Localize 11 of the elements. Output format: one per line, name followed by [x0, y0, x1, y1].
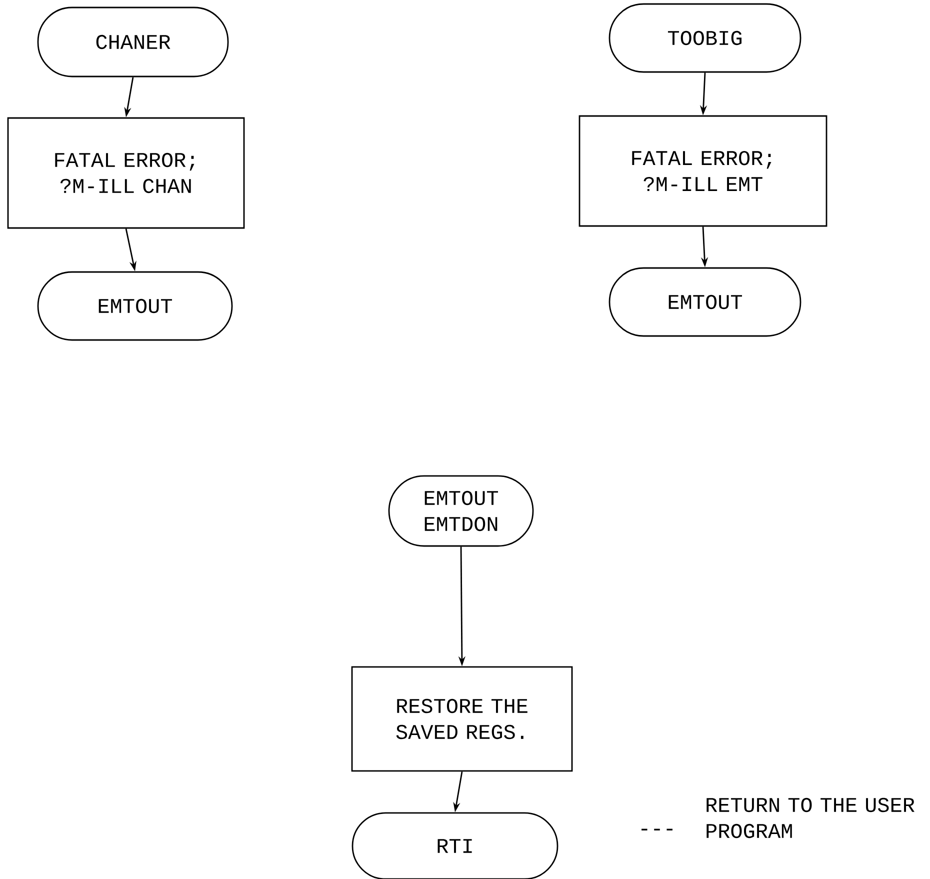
terminal-box: TOOBIG: [608, 3, 802, 73]
process-box: FATAL ERROR; ?M-ILL EMT: [578, 115, 828, 227]
process-box: RESTORE THE SAVED REGS.: [351, 666, 573, 772]
note-text: ---: [642, 828, 672, 830]
terminal-box: EMTOUT: [608, 267, 802, 337]
note-text: RETURN TO THE USER PROGRAM: [706, 798, 914, 838]
terminal-box: CHANER: [37, 6, 229, 78]
terminal-box: RTI: [352, 812, 558, 879]
process-box: FATAL ERROR; ?M-ILL CHAN: [7, 117, 245, 229]
terminal-box: EMTOUT EMTDON: [388, 475, 534, 547]
terminal-box: EMTOUT: [37, 271, 233, 341]
